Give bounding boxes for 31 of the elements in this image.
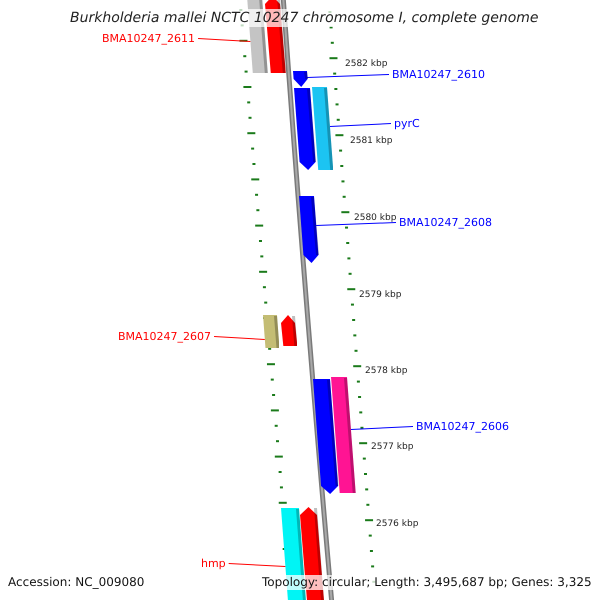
footer-text: Accession: NC_009080 bbox=[8, 575, 144, 590]
gene-block bbox=[312, 87, 334, 170]
gene-label: BMA10247_2611 bbox=[102, 32, 196, 45]
map-title: Burkholderia mallei NCTC 10247 chromosome I, complete genome bbox=[70, 9, 539, 27]
leader-line bbox=[329, 123, 392, 127]
gene-block bbox=[299, 196, 320, 263]
gene-label: hmp bbox=[201, 557, 226, 570]
leader-line bbox=[316, 222, 396, 226]
scale-label: 2577 kbp bbox=[371, 442, 414, 453]
leader-line bbox=[350, 426, 414, 430]
gene-block bbox=[331, 377, 356, 493]
gene-label: BMA10247_2610 bbox=[392, 68, 486, 81]
scale-label: 2576 kbp bbox=[376, 519, 418, 530]
scale-label: 2582 kbp bbox=[345, 59, 388, 70]
gene-block bbox=[313, 379, 339, 494]
gene-label: BMA10247_2606 bbox=[416, 420, 510, 433]
gene-label: BMA10247_2608 bbox=[399, 216, 492, 229]
footer-text: Topology: circular; Length: 3,495,687 bp; Genes: 3,325 bbox=[262, 575, 592, 590]
scale-label: 2578 kbp bbox=[365, 366, 408, 377]
leader-line bbox=[214, 336, 266, 340]
gene-label: BMA10247_2607 bbox=[118, 330, 212, 343]
gene-block bbox=[281, 315, 298, 346]
gene-label: pyrC bbox=[394, 117, 420, 130]
leader-line bbox=[228, 563, 286, 567]
scale-label: 2580 kbp bbox=[354, 213, 396, 224]
gene-block bbox=[263, 315, 280, 348]
scale-label: 2579 kbp bbox=[359, 290, 402, 301]
gene-block bbox=[293, 71, 308, 87]
scale-label: 2581 kbp bbox=[350, 136, 392, 147]
leader-line bbox=[198, 38, 251, 42]
leader-line bbox=[307, 74, 390, 78]
